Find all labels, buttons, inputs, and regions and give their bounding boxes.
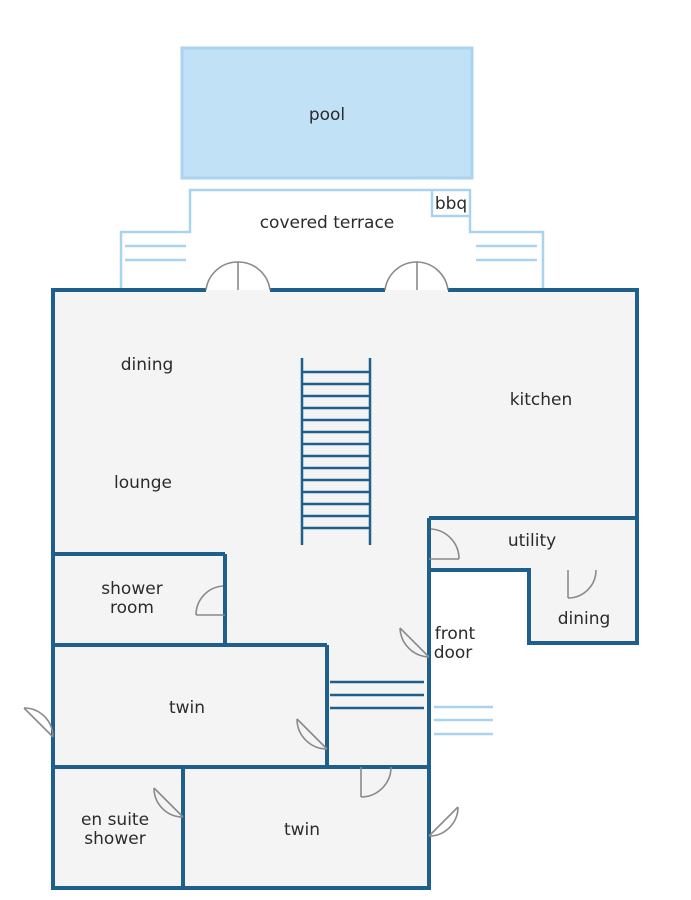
main-staircase bbox=[300, 358, 372, 545]
terrace-door-left bbox=[205, 261, 271, 291]
bbq-box bbox=[430, 190, 470, 218]
door-twin-upper bbox=[296, 718, 328, 750]
utility-label: utility bbox=[508, 531, 556, 551]
covered-terrace-outline bbox=[119, 188, 545, 290]
en-suite-label-line1: en suite bbox=[81, 810, 149, 830]
hall-steps bbox=[330, 680, 424, 710]
interior-walls bbox=[53, 516, 637, 888]
house-floor bbox=[53, 290, 637, 888]
terrace-door-right bbox=[384, 261, 449, 291]
kitchen-label: kitchen bbox=[510, 390, 573, 410]
terrace-steps-left bbox=[125, 244, 186, 262]
covered-terrace-label: covered terrace bbox=[260, 213, 395, 233]
shower-room-label-line1: shower bbox=[101, 579, 162, 599]
door-dining-small bbox=[567, 569, 597, 599]
door-en-suite bbox=[153, 787, 184, 818]
terrace-steps-right bbox=[476, 244, 537, 262]
twin-upper-label: twin bbox=[169, 698, 205, 718]
lounge-label: lounge bbox=[114, 473, 172, 493]
door-twin-lower bbox=[360, 766, 392, 798]
en-suite-label-line2: shower bbox=[84, 829, 145, 849]
front-steps bbox=[434, 705, 493, 736]
door-shower-room bbox=[195, 585, 225, 616]
bbq-label: bbq bbox=[435, 194, 467, 214]
outer-walls bbox=[51, 288, 639, 890]
front-door-label-line1: front bbox=[435, 624, 476, 644]
shower-room-label-line2: room bbox=[110, 598, 154, 618]
door-utility bbox=[429, 528, 460, 560]
front-door-label-line2: door bbox=[434, 643, 473, 663]
dining-small-label: dining bbox=[558, 609, 611, 629]
twin-lower-label: twin bbox=[284, 820, 320, 840]
dining-main-label: dining bbox=[121, 355, 174, 375]
door-twin-upper-exterior bbox=[23, 707, 54, 738]
pool-label: pool bbox=[309, 105, 345, 125]
door-front bbox=[399, 627, 430, 658]
pool bbox=[180, 46, 474, 180]
door-twin-lower-exterior bbox=[428, 806, 459, 837]
